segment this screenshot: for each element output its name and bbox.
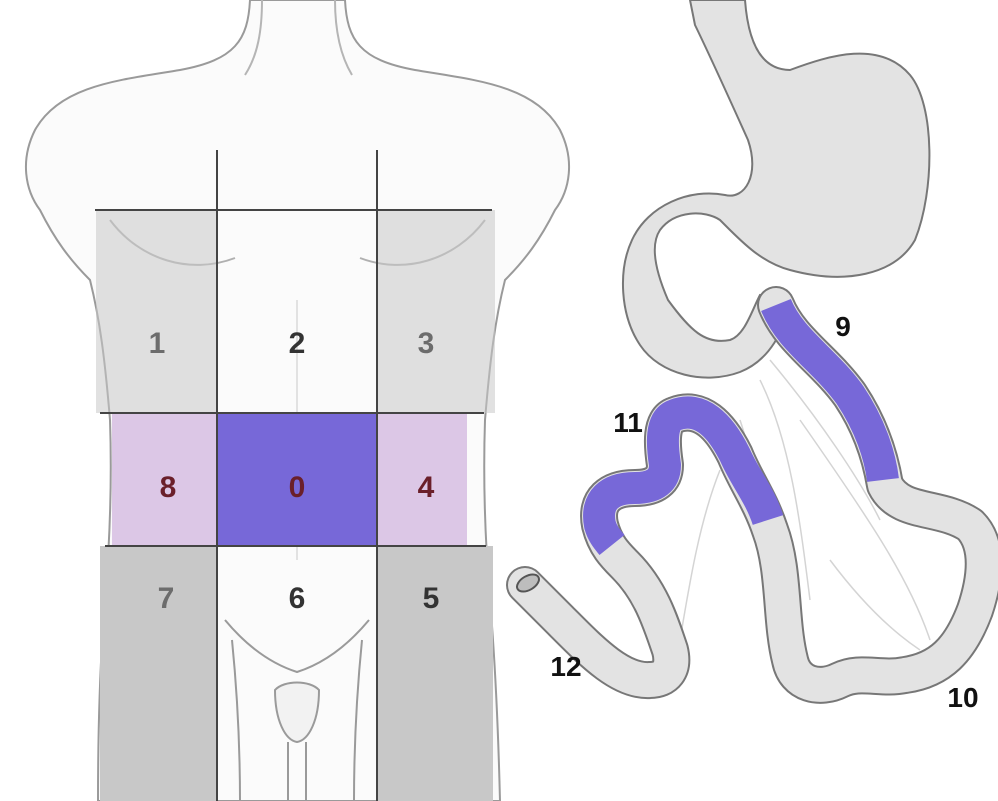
segment-label-11: 11 [613,407,643,438]
segment-label-9: 9 [835,311,851,342]
region-1-fill [96,210,217,413]
region-label-1: 1 [149,327,166,360]
region-label-4: 4 [418,471,435,504]
region-label-8: 8 [160,471,177,504]
region-3-fill [377,210,495,413]
digestive-tract-figure [514,0,984,685]
region-label-6: 6 [289,582,306,615]
region-label-7: 7 [158,582,175,615]
segment-label-10: 10 [947,682,978,713]
region-label-0: 0 [289,471,306,504]
region-label-2: 2 [289,327,306,360]
region-label-5: 5 [423,582,440,615]
intestine-segment-9 [776,305,883,480]
region-label-3: 3 [418,327,435,360]
segment-label-12: 12 [550,651,581,682]
